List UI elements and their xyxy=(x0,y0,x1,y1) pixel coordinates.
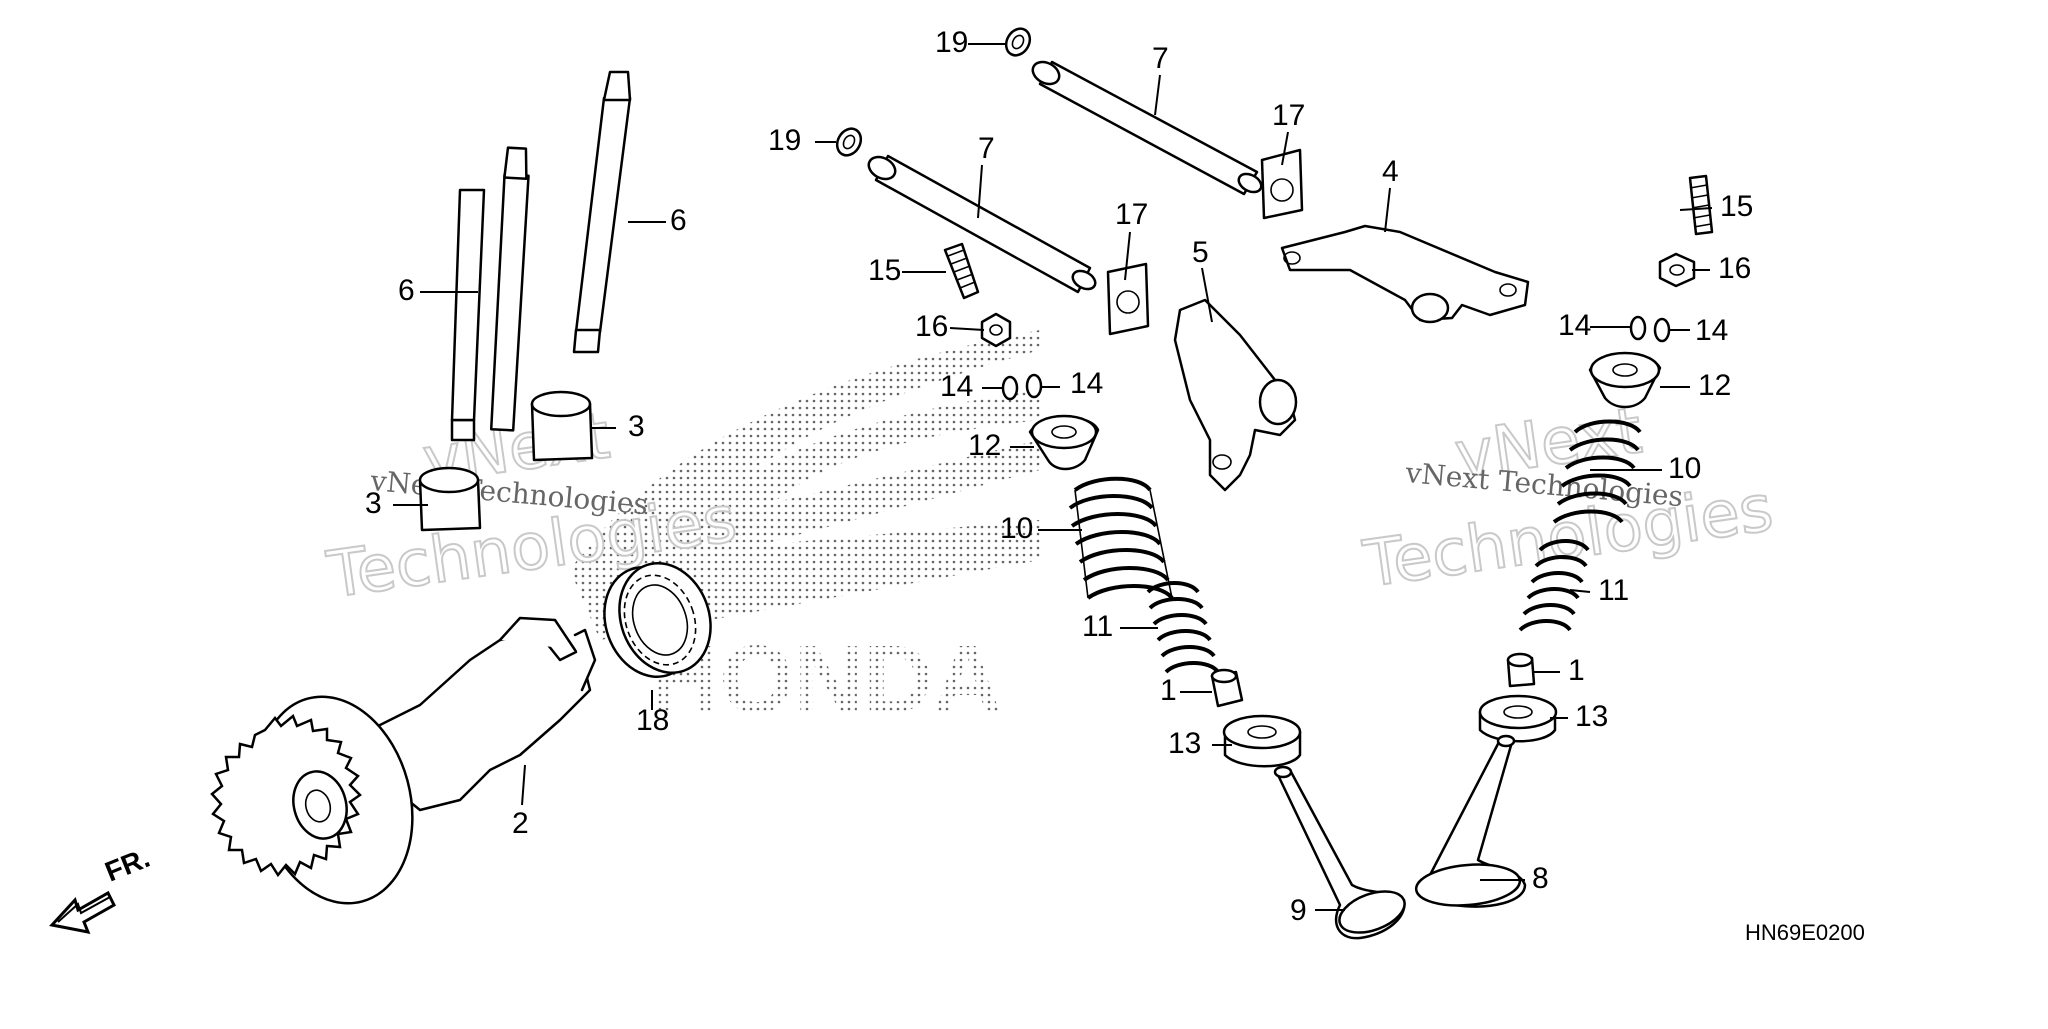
callout-14: 14 xyxy=(1695,314,1728,347)
retainer-12-left xyxy=(1028,414,1100,471)
callout-19: 19 xyxy=(768,124,801,157)
callout-18: 18 xyxy=(636,704,669,737)
callout-6: 6 xyxy=(670,204,687,237)
tappet-3-lower xyxy=(418,466,482,532)
callout-11: 11 xyxy=(1082,610,1113,643)
diagram-code: HN69E0200 xyxy=(1745,920,1865,945)
callout-17: 17 xyxy=(1115,198,1148,231)
callout-13: 13 xyxy=(1575,700,1608,733)
bearing-18 xyxy=(603,562,712,678)
washer-19-top xyxy=(1004,27,1032,57)
valve-cotters-14-right xyxy=(1629,315,1671,343)
rocker-arm-4 xyxy=(1280,224,1530,324)
lock-nut-16-left xyxy=(980,312,1012,348)
callout-5: 5 xyxy=(1192,236,1209,269)
pushrod-6-right xyxy=(572,70,632,354)
callout-10: 10 xyxy=(1000,512,1033,545)
spring-seat-13-left xyxy=(1222,714,1302,768)
callout-2: 2 xyxy=(512,807,529,840)
valve-9 xyxy=(1273,765,1406,940)
stem-seal-1-right xyxy=(1506,652,1536,688)
callout-10: 10 xyxy=(1668,452,1701,485)
callout-7: 7 xyxy=(1152,42,1169,75)
callout-19: 19 xyxy=(935,26,968,59)
callout-3: 3 xyxy=(628,410,645,443)
callout-16: 16 xyxy=(1718,252,1751,285)
retainer-12-right xyxy=(1588,351,1662,409)
plate-17-left xyxy=(1106,262,1150,336)
washer-19-left xyxy=(835,127,863,157)
rocker-shaft-7-left xyxy=(867,154,1097,294)
valve-8 xyxy=(1414,734,1527,908)
valve-spring-10-left xyxy=(1068,476,1174,600)
callout-8: 8 xyxy=(1532,862,1549,895)
callout-14: 14 xyxy=(1070,367,1103,400)
callout-14: 14 xyxy=(1558,309,1591,342)
callout-3: 3 xyxy=(365,487,382,520)
callout-12: 12 xyxy=(1698,369,1731,402)
lock-nut-16-right xyxy=(1658,252,1696,288)
tappet-3-upper xyxy=(530,390,594,462)
spring-seat-13-right xyxy=(1478,694,1558,743)
callout-16: 16 xyxy=(915,310,948,343)
callout-labels: 19 7 17 4 15 16 14 14 19 7 17 5 15 16 14… xyxy=(365,26,1753,927)
callout-11: 11 xyxy=(1598,574,1629,607)
valve-spring-10-right xyxy=(1552,419,1642,524)
pushrod-6-left xyxy=(450,146,530,442)
rocker-shaft-7-top xyxy=(1031,60,1263,196)
front-label: FR. xyxy=(101,842,154,888)
callout-12: 12 xyxy=(968,429,1001,462)
camshaft-2 xyxy=(210,616,597,905)
rocker-arm-5 xyxy=(1173,298,1298,492)
callout-9: 9 xyxy=(1290,894,1307,927)
stem-seal-1-left xyxy=(1210,668,1244,708)
front-arrow-icon: FR. xyxy=(49,842,154,934)
callout-6: 6 xyxy=(398,274,415,307)
valve-spring-11-left xyxy=(1146,581,1220,674)
adjust-screw-15-right xyxy=(1688,174,1714,236)
callout-15: 15 xyxy=(868,254,901,287)
callout-13: 13 xyxy=(1168,727,1201,760)
plate-17-top xyxy=(1260,148,1304,220)
adjust-screw-15-left xyxy=(943,242,980,300)
callout-15: 15 xyxy=(1720,190,1753,223)
valve-spring-11-right xyxy=(1518,539,1590,632)
leader-lines xyxy=(393,43,1713,911)
callout-4: 4 xyxy=(1382,155,1399,188)
callout-14: 14 xyxy=(940,370,973,403)
callout-17: 17 xyxy=(1272,99,1305,132)
callout-1: 1 xyxy=(1160,674,1177,707)
callout-1: 1 xyxy=(1568,654,1585,687)
valve-cotters-14-left xyxy=(1001,373,1043,401)
callout-7: 7 xyxy=(978,132,995,165)
